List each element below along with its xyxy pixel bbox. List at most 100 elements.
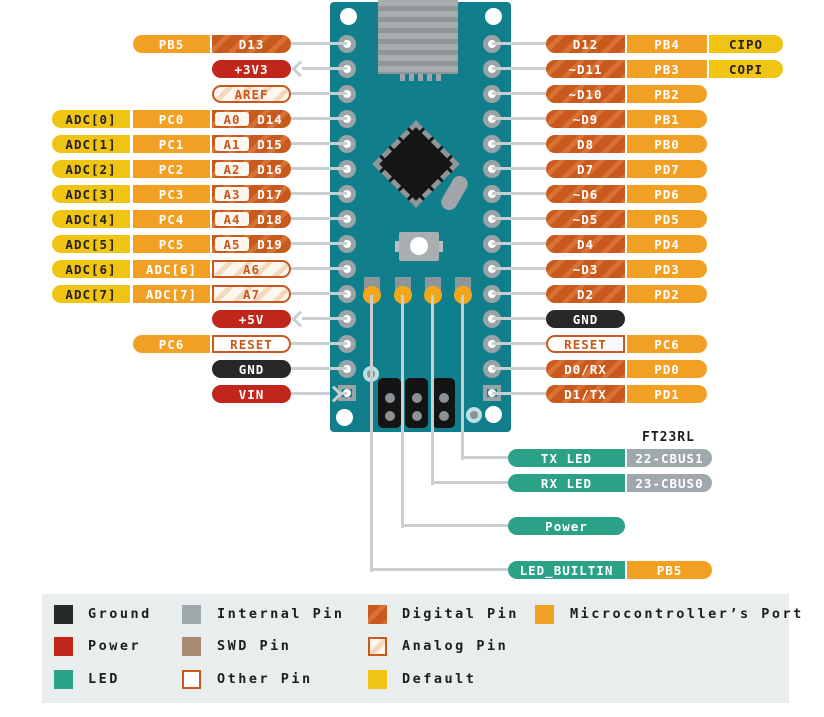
legend-swatch-analog-pin [368, 637, 387, 656]
badge-rx-led: RX LED [508, 474, 625, 492]
badge-pb2: PB2 [627, 85, 707, 103]
badge-pc5: PC5 [133, 235, 210, 253]
connector-line [492, 117, 546, 120]
connector-line [492, 242, 546, 245]
connector-line [370, 295, 373, 572]
connector-line [291, 192, 347, 195]
badge-3v3: +3V3 [212, 60, 291, 78]
badge-d12: D12 [546, 35, 625, 53]
legend-label: Microcontroller’s Port [570, 606, 804, 622]
badge-adc-2: ADC[2] [52, 160, 130, 178]
icsp-pin-hole [412, 393, 422, 403]
usb-pin-icon [436, 74, 441, 81]
legend-swatch-digital-pin [368, 605, 387, 624]
pin-hole [338, 160, 356, 178]
badge-5v: +5V [212, 310, 291, 328]
connector-line [492, 342, 546, 345]
legend-label: Analog Pin [402, 638, 509, 654]
badge-d13: D13 [212, 35, 291, 53]
connector-line [291, 242, 347, 245]
digital-sub-label: D18 [257, 211, 283, 227]
usb-connector-icon [378, 0, 458, 74]
icsp-header-icon [405, 378, 428, 428]
connector-line [431, 481, 508, 484]
connector-line [461, 456, 508, 459]
connector-line [461, 295, 464, 460]
badge-d9: ~D9 [546, 110, 625, 128]
connector-line [492, 92, 546, 95]
badge-d7: D7 [546, 160, 625, 178]
mounting-hole [485, 406, 502, 423]
badge-adc-7: ADC[7] [52, 285, 130, 303]
badge-d10: ~D10 [546, 85, 625, 103]
legend-swatch-ground [54, 605, 73, 624]
badge-gnd: GND [546, 310, 625, 328]
pin-hole [338, 35, 356, 53]
badge-pd7: PD7 [627, 160, 707, 178]
mounting-hole [340, 8, 357, 25]
legend-label: Power [88, 638, 142, 654]
connector-line [291, 142, 347, 145]
analog-sub-badge: A3 [215, 187, 249, 202]
badge-pd3: PD3 [627, 260, 707, 278]
via [466, 407, 482, 423]
legend-swatch-led [54, 670, 73, 689]
icsp-pin-hole [412, 411, 422, 421]
legend-label: Default [402, 671, 477, 687]
badge-d5: ~D5 [546, 210, 625, 228]
connector-line [338, 392, 347, 395]
badge-cipo: CIPO [709, 35, 783, 53]
digital-sub-label: D14 [257, 111, 283, 127]
usb-pin-icon [409, 74, 414, 81]
connector-line [492, 167, 546, 170]
connector-line [291, 217, 347, 220]
digital-sub-label: D19 [257, 236, 283, 252]
badge-pd6: PD6 [627, 185, 707, 203]
connector-line [291, 92, 347, 95]
legend-label: Ground [88, 606, 152, 622]
legend-panel [42, 594, 789, 703]
badge-pb0: PB0 [627, 135, 707, 153]
legend-label: LED [88, 671, 120, 687]
badge-d1-tx: D1/TX [546, 385, 625, 403]
usb-pin-icon [418, 74, 423, 81]
badge-22-cbus1: 22-CBUS1 [627, 449, 712, 467]
connector-line [291, 267, 347, 270]
pin-hole [338, 310, 356, 328]
connector-line [401, 295, 404, 528]
badge-pb3: PB3 [627, 60, 707, 78]
connector-line [492, 317, 546, 320]
icsp-header-icon [432, 378, 455, 428]
badge-pb5: PB5 [627, 561, 712, 579]
badge-d8: D8 [546, 135, 625, 153]
pin-hole [338, 360, 356, 378]
connector-line [492, 192, 546, 195]
pin-hole [338, 260, 356, 278]
mounting-hole [336, 409, 353, 426]
analog-sub-badge: A2 [215, 162, 249, 177]
legend-swatch-default [368, 670, 387, 689]
badge-power: Power [508, 517, 625, 535]
pin-hole [338, 185, 356, 203]
reset-button-tab [438, 241, 443, 252]
connector-line [492, 67, 546, 70]
connector-line [302, 67, 347, 70]
badge-copi: COPI [709, 60, 783, 78]
connector-line [291, 392, 330, 395]
badge-pc1: PC1 [133, 135, 210, 153]
badge-adc-1: ADC[1] [52, 135, 130, 153]
legend-swatch-power [54, 637, 73, 656]
legend-label: Other Pin [217, 671, 313, 687]
legend-swatch-microcontroller-s-port [535, 605, 554, 624]
badge-adc-5: ADC[5] [52, 235, 130, 253]
pin-hole [338, 60, 356, 78]
connector-line [291, 292, 347, 295]
badge-tx-led: TX LED [508, 449, 625, 467]
connector-line [431, 295, 434, 485]
badge-vin: VIN [212, 385, 291, 403]
